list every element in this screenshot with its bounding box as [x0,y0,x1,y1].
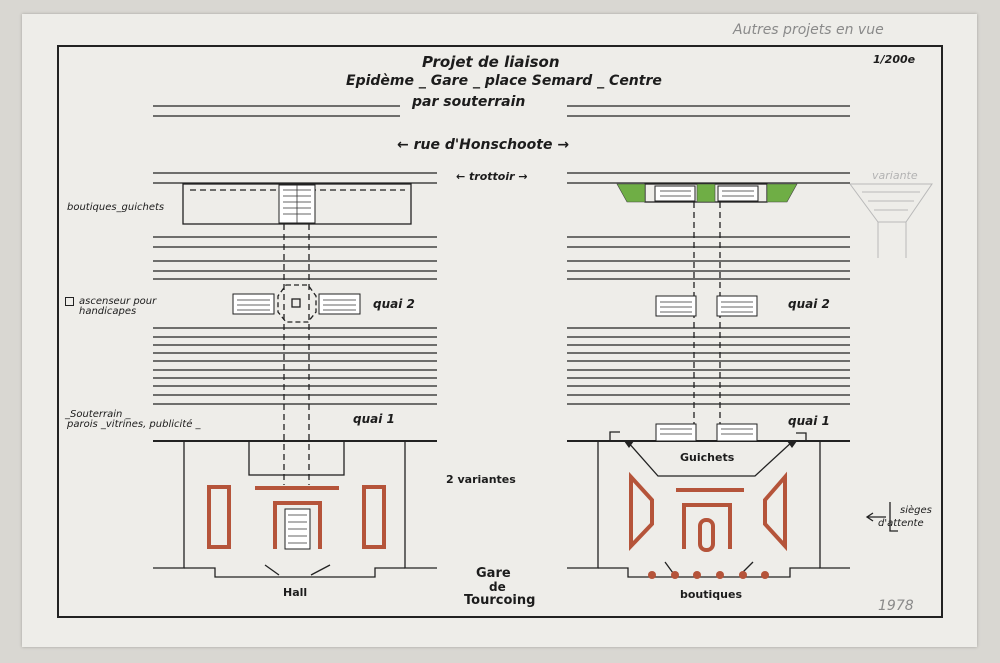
variant-label: variante [872,169,918,182]
note-underground-2: parois _vitrines, publicité _ [67,419,201,430]
note-elevator-text: ascenseur pour handicapes [79,296,157,317]
arrow-right-icon: → [552,137,570,153]
street-name: rue d'Honschoote [413,137,553,153]
station-line-1: Gare [476,566,511,581]
arrow-right-icon: → [514,170,528,183]
shops-label: boutiques [680,588,743,601]
street-label: ← rue d'Honschoote → [397,137,569,153]
title-line-1: Projet de liaison [422,53,560,71]
note-underground-1: _Souterrain _ [65,409,131,420]
title-line-2: Epidème _ Gare _ place Semard _ Centre [346,73,662,89]
arrow-left-icon: ← [456,170,470,183]
note-elevator: ascenseur pour handicapes [65,297,189,317]
drawing-frame [57,45,943,618]
corner-note: Autres projets en vue [733,22,884,38]
drawing-sheet [22,14,977,647]
counters-label: Guichets [680,451,735,464]
title-line-3: par souterrain [412,94,526,110]
right-quai-1: quai 1 [788,414,830,428]
seats-line-2: d'attente [878,518,924,529]
left-quai-2: quai 2 [373,297,415,311]
arrow-left-icon: ← [397,137,414,153]
right-quai-2: quai 2 [788,297,830,311]
elevator-icon [65,297,74,306]
station-line-2: de [489,580,506,594]
two-variants-label: 2 variantes [446,473,516,486]
scale-label: 1/200e [873,53,916,66]
left-quai-1: quai 1 [353,412,395,426]
station-line-3: Tourcoing [464,593,536,608]
year-label: 1978 [878,598,914,614]
sidewalk-label: ← trottoir → [456,170,528,183]
sidewalk-text: trottoir [469,170,515,183]
note-shops-counters: boutiques_guichets [67,202,165,213]
seats-line-1: sièges [900,505,932,516]
hall-label: Hall [283,586,308,599]
